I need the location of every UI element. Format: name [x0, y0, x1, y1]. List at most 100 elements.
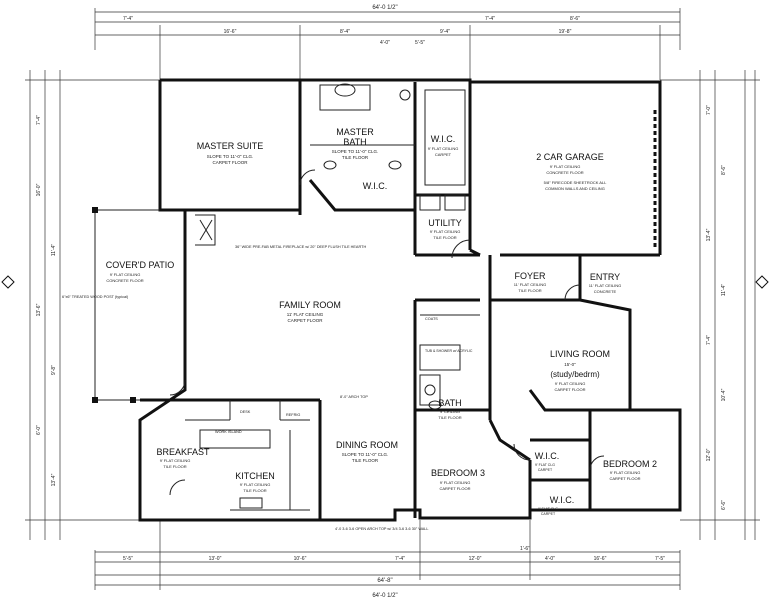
room-name: MASTER SUITE: [197, 141, 264, 151]
room-name: COVER'D PATIO: [106, 260, 174, 270]
door-swings: [169, 169, 605, 496]
room-note: TILE FLOOR: [352, 458, 379, 463]
sink-icon: [388, 160, 402, 170]
washer-icon: [419, 194, 441, 211]
room-name: FOYER: [514, 271, 546, 281]
room-master-bath: MASTER BATH SLOPE TO 11'-0" CLG. TILE FL…: [332, 127, 378, 160]
dim-label: 13'-4": [51, 473, 57, 486]
room-note: 9' FLAT CEILING: [160, 458, 191, 463]
toilet-icon: [424, 384, 436, 396]
room-note: SLOPE TO 11'-0" CLG.: [332, 149, 378, 154]
door-swing-icon: [169, 379, 186, 396]
room-note: TILE FLOOR: [243, 488, 266, 493]
dim-label: 10'-4": [721, 388, 727, 401]
fireplace-icon: [199, 219, 213, 241]
sink-icon: [323, 160, 337, 170]
room-note: SLOPE TO 11'-0" CLG.: [342, 452, 388, 457]
dim-label: 7'-4": [485, 16, 495, 22]
room-size: 15'-0": [564, 362, 576, 367]
room-note: 9' FLAT CLG: [535, 463, 555, 467]
room-name: 2 CAR GARAGE: [536, 152, 604, 162]
dim-label: 16'-0": [36, 183, 42, 196]
room-note: 9' FLAT CEILING: [550, 164, 581, 169]
dimension-lines: [25, 8, 760, 590]
room-note: 11' FLAT CEILING: [287, 312, 324, 317]
overall-top-dim: 64'-0 1/2": [372, 5, 397, 11]
dim-label: 11'-4": [51, 244, 57, 257]
dim-label: 19'-8": [559, 29, 572, 35]
dim-label: 12'-0": [706, 448, 712, 461]
room-wic-b2b: W.I.C. 9' FLAT CLG CARPET: [538, 495, 574, 516]
dim-label: 11'-4": [721, 284, 727, 297]
room-note: CARPET FLOOR: [213, 160, 249, 165]
room-note: 9' FLAT CEILING: [610, 470, 641, 475]
room-breakfast: BREAKFAST 9' FLAT CEILING TILE FLOOR: [156, 447, 210, 469]
post-icon: [92, 207, 98, 213]
dim-label: 5'-5": [415, 40, 425, 46]
toilet-icon: [399, 89, 411, 101]
room-name: MASTER: [336, 127, 374, 137]
dryer-icon: [444, 194, 466, 211]
room-note: CARPET FLOOR: [288, 318, 324, 323]
room-note: 5/8" FIRECODE SHEETROCK ALL: [544, 180, 608, 185]
room-name: W.I.C.: [535, 451, 560, 461]
room-note: CARPET: [538, 468, 553, 472]
dim-label: 10'-6": [294, 556, 307, 562]
dim-label: 6'-0": [36, 425, 42, 435]
dim-label: 8'-4": [340, 29, 350, 35]
dim-label: 7'-4": [395, 556, 405, 562]
room-name: W.I.C.: [363, 181, 388, 191]
room-wic-bath: W.I.C.: [363, 181, 388, 191]
room-note: CARPET FLOOR: [609, 476, 640, 481]
dim-label: 13'-0": [209, 556, 222, 562]
room-wic-b2a: W.I.C. 9' FLAT CLG CARPET: [535, 451, 560, 472]
room-living: LIVING ROOM 15'-0" (study/bedrm) 9' FLAT…: [550, 349, 610, 392]
post-note: 6"x6" TREATED WOOD POST (typical): [62, 295, 129, 299]
room-name: FAMILY ROOM: [279, 300, 341, 310]
dim-label: 9'-8": [51, 365, 57, 375]
dim-label: 6'-6": [721, 500, 727, 510]
room-note: CARPET: [541, 512, 556, 516]
kitchen-sink-icon: [239, 497, 263, 509]
dim-label: 7'-0": [706, 105, 712, 115]
room-note: CARPET FLOOR: [439, 486, 470, 491]
door-swing-icon: [589, 455, 605, 471]
room-dining: DINING ROOM SLOPE TO 11'-0" CLG. TILE FL…: [336, 440, 398, 463]
room-note: 9' FLAT CEILING: [555, 381, 586, 386]
overall-bottom-inner-dim: 64'-8": [377, 578, 392, 584]
room-name: W.I.C.: [550, 495, 575, 505]
room-note: CONCRETE FLOOR: [106, 278, 143, 283]
post-icon: [92, 397, 98, 403]
room-name: BEDROOM 2: [603, 459, 657, 469]
refrig-label: REFRIG: [286, 413, 300, 417]
dim-label: 1'-6": [520, 546, 530, 552]
room-bedroom2: BEDROOM 2 9' FLAT CEILING CARPET FLOOR: [603, 459, 657, 481]
room-name: KITCHEN: [235, 471, 275, 481]
room-note: 9' FLAT CEILING: [110, 272, 141, 277]
room-garage: 2 CAR GARAGE 9' FLAT CEILING CONCRETE FL…: [536, 152, 607, 191]
room-utility: UTILITY 9' FLAT CEILING TILE FLOOR: [428, 218, 462, 240]
room-master-suite: MASTER SUITE SLOPE TO 11'-0" CLG. CARPET…: [197, 141, 264, 165]
overall-bottom-dim: 64'-0 1/2": [372, 593, 397, 599]
shower-label: TUB & SHOWER w/ ACRYLIC: [425, 349, 473, 353]
door-swing-icon: [564, 284, 581, 301]
room-name: ENTRY: [590, 272, 620, 282]
left-dim-labels: 7'-4" 16'-0" 11'-4" 13'-6" 9'-8" 6'-0" 1…: [36, 115, 57, 487]
fixtures: [195, 83, 466, 509]
dim-label: 8'-6": [570, 16, 580, 22]
post-icon: [130, 397, 136, 403]
room-note: 11' FLAT CEILING: [589, 283, 622, 288]
dim-label: 9'-4": [440, 29, 450, 35]
room-note: CARPET FLOOR: [554, 387, 585, 392]
door-swing-icon: [299, 169, 316, 186]
room-note: TILE FLOOR: [163, 464, 186, 469]
dim-label: 7'-5": [655, 556, 665, 562]
room-note: CONCRETE FLOOR: [546, 170, 583, 175]
room-note: CARPET: [435, 152, 452, 157]
dim-label: 7'-4": [706, 335, 712, 345]
room-entry: ENTRY 11' FLAT CEILING CONCRETE: [589, 272, 622, 294]
room-name: BATH: [438, 398, 461, 408]
bottom-dim-labels: 5'-5" 13'-0" 10'-6" 7'-4" 12'-0" 1'-6" 4…: [123, 546, 665, 562]
patio-outline: [92, 207, 185, 403]
dim-label: 4'-0": [545, 556, 555, 562]
